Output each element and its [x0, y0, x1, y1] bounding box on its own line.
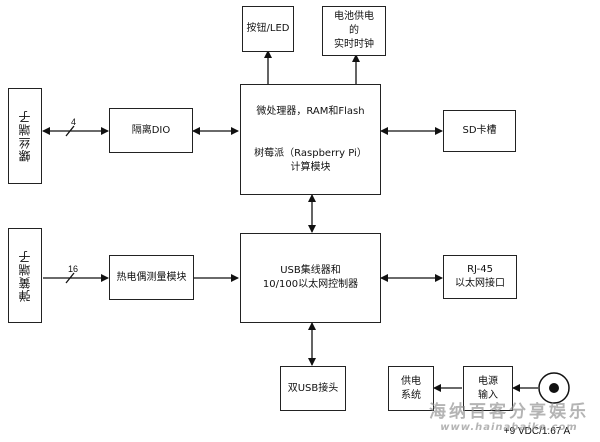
power-system-label-line1: 供电 — [401, 375, 421, 387]
button-led-label: 按钮/LED — [246, 23, 290, 34]
usb-hub-block: USB集线器和 10/100以太网控制器 — [240, 233, 381, 323]
bus-width-dio: 4 — [71, 117, 76, 127]
rtc-block: 电池供电 的 实时时钟 — [322, 6, 386, 56]
power-jack-icon — [538, 372, 570, 404]
dual-usb-label: 双USB接头 — [287, 382, 339, 394]
rtc-label-line3: 实时时钟 — [334, 39, 374, 50]
rtc-label-line1: 电池供电 — [334, 11, 374, 22]
bus-width-thermo: 16 — [68, 264, 78, 274]
rj45-block: RJ-45 以太网接口 — [443, 255, 517, 299]
dual-usb-block: 双USB接头 — [280, 366, 346, 411]
processor-label-line3: 计算模块 — [290, 161, 331, 173]
power-system-label-line2: 系统 — [401, 389, 421, 401]
isolated-dio-block: 隔离DIO — [109, 108, 193, 153]
bus-slash-thermo — [65, 272, 75, 284]
rj45-label-line2: 以太网接口 — [455, 278, 505, 289]
processor-label-line2: 树莓派（Raspberry Pi） — [254, 147, 367, 159]
screw-terminal-block: 螺丝端子 — [8, 88, 42, 184]
usb-hub-label-line2: 10/100以太网控制器 — [262, 279, 359, 290]
power-system-block: 供电 系统 — [388, 366, 434, 411]
button-led-block: 按钮/LED — [242, 6, 294, 52]
sd-slot-label: SD卡槽 — [462, 125, 497, 136]
rtc-label-line2: 的 — [349, 25, 359, 36]
spring-terminal-label: 弹簧端子 — [18, 249, 32, 302]
processor-block: 微处理器，RAM和Flash 树莓派（Raspberry Pi） 计算模块 — [240, 84, 381, 195]
power-input-label-line1: 电源 — [478, 375, 498, 387]
usb-hub-label-line1: USB集线器和 — [280, 265, 341, 276]
thermocouple-label: 热电偶测量模块 — [116, 271, 187, 283]
rj45-label-line1: RJ-45 — [467, 264, 493, 275]
power-input-block: 电源 输入 — [463, 366, 513, 411]
isolated-dio-label: 隔离DIO — [131, 124, 171, 136]
spring-terminal-block: 弹簧端子 — [8, 228, 42, 323]
bus-slash-dio — [65, 125, 75, 137]
screw-terminal-label: 螺丝端子 — [18, 110, 32, 162]
sd-slot-block: SD卡槽 — [443, 110, 516, 152]
thermocouple-block: 热电偶测量模块 — [109, 255, 194, 300]
power-input-label-line2: 输入 — [478, 389, 498, 401]
processor-label-line1: 微处理器，RAM和Flash — [256, 105, 365, 117]
power-rating-label: +9 VDC/1.67 A — [504, 426, 571, 437]
